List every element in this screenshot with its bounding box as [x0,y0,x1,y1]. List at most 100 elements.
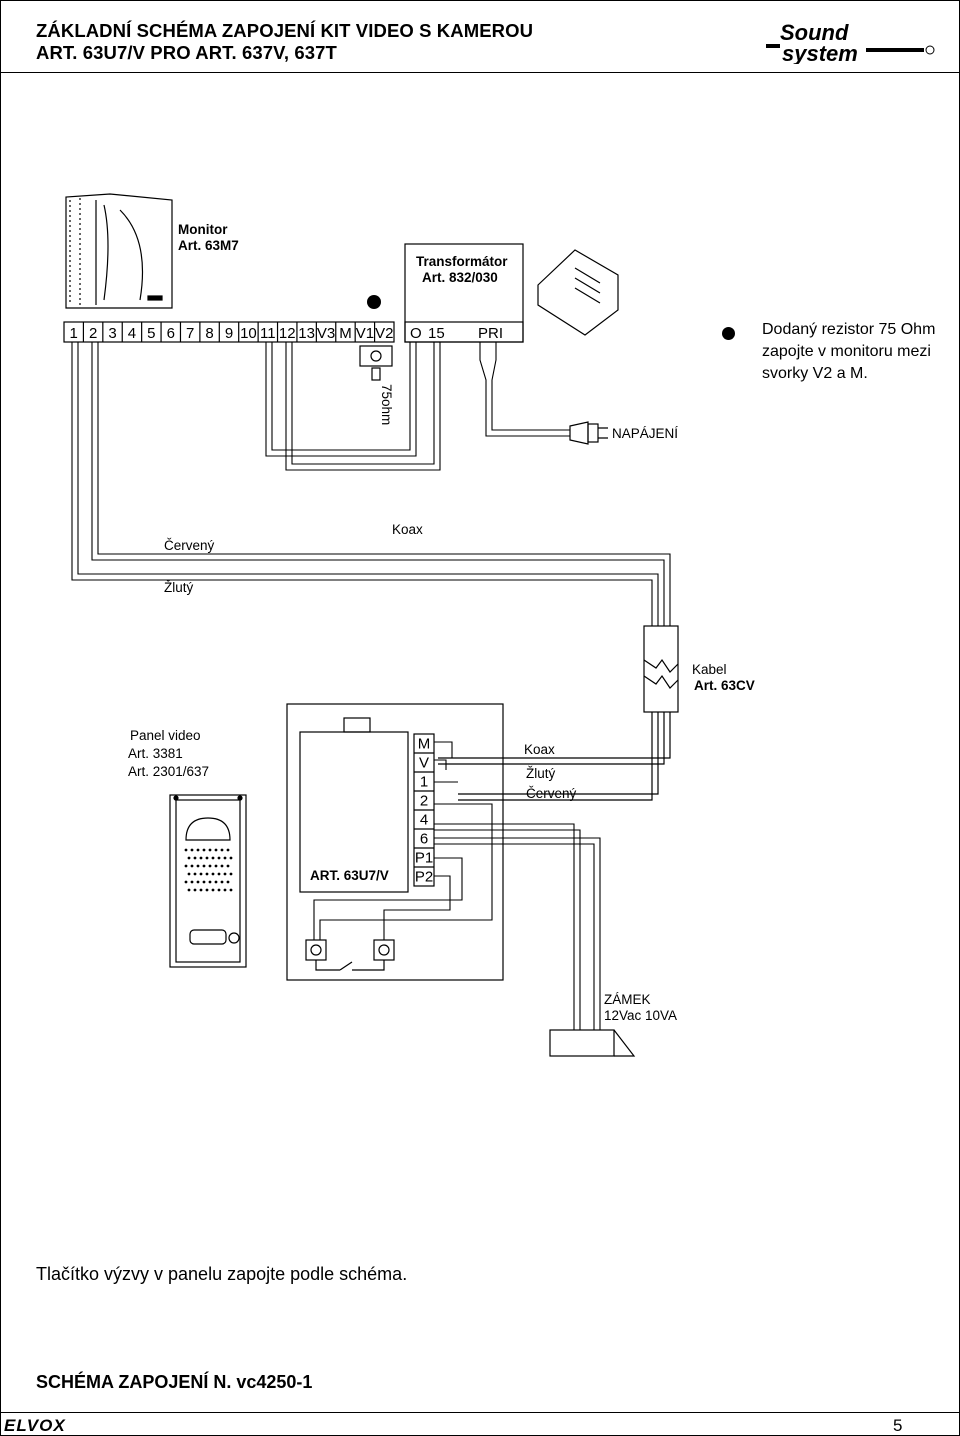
grille-hole [199,856,203,860]
call-button-note: Tlačítko výzvy v panelu zapojte podle sc… [36,1264,408,1284]
grille-hole [229,872,233,876]
module-terminal-1: 1 [420,774,428,791]
grille-hole [205,872,209,876]
grille-hole [211,888,215,892]
grille-hole [205,888,209,892]
grille-hole [187,888,191,892]
logo-text-bottom: system [782,41,858,64]
grille-hole [187,856,191,860]
grille-hole [229,888,233,892]
grille-hole [187,872,191,876]
module-yellow-label: Žlutý [526,766,556,781]
door-panel [169,794,247,968]
grille-hole [184,848,188,852]
monitor-terminal-3: 3 [108,325,116,342]
grille-hole [214,848,218,852]
grille-hole [223,888,227,892]
grille-hole [193,856,197,860]
monitor-terminal-m: M [339,325,352,342]
module-enclosure [286,703,504,981]
grille-hole [202,880,206,884]
module-terminal-2: 2 [420,793,428,810]
wire-yellow-label: Žlutý [164,580,194,595]
grille-hole [196,864,200,868]
monitor-terminal-13: 13 [298,325,315,342]
module-terminal-v: V [419,755,429,772]
grille-hole [208,864,212,868]
header-divider [0,72,960,73]
grille-hole [205,856,209,860]
grille-hole [214,864,218,868]
monitor-terminal-10: 10 [240,325,257,342]
grille-hole [211,872,215,876]
grille-hole [196,880,200,884]
grille-hole [193,872,197,876]
monitor-terminal-11: 11 [260,325,276,342]
grille-hole [217,872,221,876]
schema-title: SCHÉMA ZAPOJENÍ N. vc4250-1 [36,1372,313,1392]
grille-hole [220,880,224,884]
monitor-terminal-4: 4 [128,325,136,342]
module-terminal-6: 6 [420,831,428,848]
panel-label: Panel video [130,728,201,743]
grille-hole [220,864,224,868]
monitor-terminal-12: 12 [279,325,296,342]
monitor-art: Art. 63M7 [178,238,239,253]
transformer-terminal-o: O [410,325,422,342]
monitor-terminal-7: 7 [186,325,194,342]
transformer-terminal-pri: PRI [478,325,503,342]
wire-coax-label: Koax [392,522,423,537]
wire-red-label: Červený [164,538,215,553]
cable-label: Kabel [692,662,727,677]
elvox-logo: ELVOX [4,1416,66,1434]
monitor-terminal-5: 5 [147,325,155,342]
power-plug [569,421,608,445]
resistor-75ohm [359,345,393,381]
module-wires [313,741,601,1030]
grille-hole [184,880,188,884]
monitor-terminal-1: 1 [70,325,78,342]
grille-hole [226,864,230,868]
module-terminal-p2: P2 [415,869,433,886]
resistor-marker-dot [367,295,381,309]
grille-hole [223,856,227,860]
grille-hole [190,880,194,884]
monitor-device [65,193,173,309]
transformer-box [404,243,524,343]
page-number: 5 [893,1416,903,1435]
monitor-terminal-v2: V2 [375,325,393,342]
monitor-label: Monitor [178,222,228,237]
module-red-label: Červený [526,786,577,801]
grille-hole [190,864,194,868]
module-art: ART. 63U7/V [310,868,389,883]
grille-hole [208,880,212,884]
page-title-line2: ART. 63U7/V PRO ART. 637V, 637T [36,42,337,63]
power-label: NAPÁJENÍ [612,426,678,441]
logo-text-top: Sound [780,20,849,45]
monitor-wires [71,342,671,626]
grille-hole [229,856,233,860]
resistor-label: 75ohm [379,384,394,425]
monitor-terminal-9: 9 [225,325,233,342]
grille-hole [223,872,227,876]
transformer-label: Transformátor [416,254,508,269]
din-rail-module [537,249,619,336]
grille-hole [202,848,206,852]
panel-art2: Art. 2301/637 [128,764,209,779]
door-lock [549,1029,636,1057]
grille-hole [220,848,224,852]
footer-brand: ELVOX [4,1416,66,1434]
grille-hole [226,848,230,852]
monitor-terminal-v3: V3 [317,325,335,342]
monitor-terminal-8: 8 [205,325,213,342]
cable-break [438,625,679,801]
module-koax-label: Koax [524,742,555,757]
monitor-terminal-2: 2 [89,325,97,342]
monitor-terminal-block [63,321,395,343]
module-terminal-p1: P1 [415,850,433,867]
lock-spec: 12Vac 10VA [604,1008,677,1023]
grille-hole [199,888,203,892]
